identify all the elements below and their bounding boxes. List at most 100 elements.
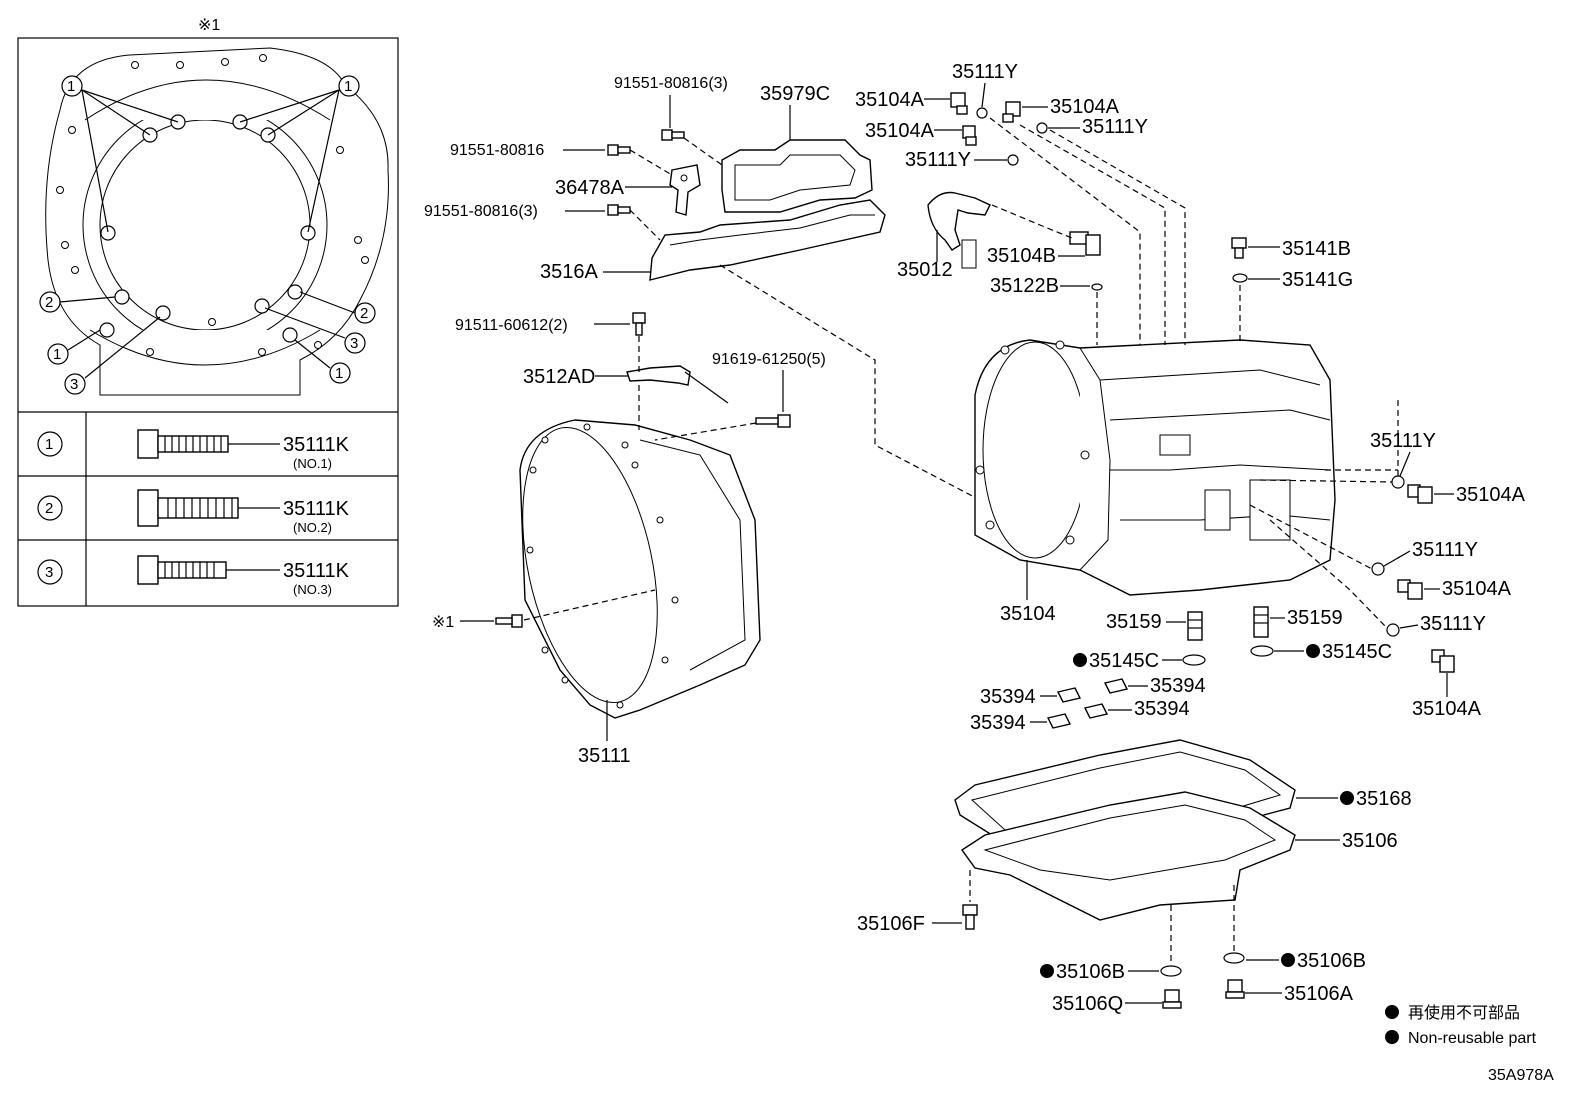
label-35104a-side1: 35104A [1456,484,1526,506]
label-35106a: 35106A [1284,983,1354,1005]
plug-35104a-side2 [1397,579,1423,600]
label-35394-a: 35394 [980,686,1036,708]
label-3512ad: 3512AD [523,366,595,388]
label-36478a: 36478A [555,177,625,199]
inset-table-row-1: 1 35111K (NO.1) [37,429,350,471]
label-35141b: 35141B [1282,238,1351,260]
svg-text:(NO.1): (NO.1) [293,456,332,471]
bolt-91511 [632,312,646,336]
plug-35106q [1162,989,1182,1009]
label-35111y-side3: 35111Y [1420,613,1486,635]
label-35111y-r1: 35111Y [1082,116,1148,138]
gasket-35106b-right [1223,952,1245,964]
oring-35145c-right [1250,645,1274,657]
bell-housing-face-illustration [45,47,389,396]
filter-35159-right [1253,606,1269,638]
oring-35122b [1091,283,1103,291]
svg-text:3: 3 [45,564,53,581]
inset-frame [17,37,399,607]
label-3516a: 3516A [540,261,598,283]
label-35111y-side2: 35111Y [1412,539,1478,561]
inset-ref-marker: ※1 [198,17,220,34]
plug-35141b [1231,237,1247,259]
label-35104b: 35104B [987,245,1056,267]
svg-text:3: 3 [70,376,78,393]
oring-35111y-side3 [1386,623,1400,637]
oil-pan-group [954,739,1296,1009]
plug-35104a-l2 [962,125,977,146]
svg-text:2: 2 [45,294,53,311]
svg-text:1: 1 [67,78,75,95]
oring-35145c-left [1182,654,1206,666]
svg-text:1: 1 [335,365,343,382]
label-35145c-right: 35145C [1322,641,1392,663]
plug-35104a-side1 [1407,484,1433,504]
svg-text:1: 1 [344,78,352,95]
labels-strainer: 35159 35159 35145C 35145C 35394 35394 35… [970,607,1392,734]
label-35394-c: 35394 [970,712,1026,734]
magnet-35394-d [1083,703,1109,719]
inset-small-holes [56,54,369,356]
plug-35104a-l1 [950,92,968,115]
sensor-35104b [1069,231,1101,256]
svg-text:1: 1 [45,436,53,453]
label-91619-61250-5: 91619-61250(5) [712,351,826,368]
svg-text:(NO.2): (NO.2) [293,520,332,535]
labels-oil-pan: 35168 35106 35106F 35106B 35106B 35106Q … [857,788,1412,1015]
label-ref1: ※1 [432,614,454,631]
label-35122b: 35122B [990,275,1059,297]
label-91511-60612-2: 91511-60612(2) [455,317,568,334]
label-35106: 35106 [1342,830,1398,852]
label-35141g: 35141G [1282,269,1353,291]
cover-group [607,129,981,501]
label-35106b-left: 35106B [1056,961,1125,983]
oring-35111y-l2 [1007,154,1019,166]
bracket-3512ad-shape [626,365,691,386]
label-91551-80816-3: 91551-80816(3) [424,203,538,220]
svg-text:35111K: 35111K [283,434,350,456]
label-35106f: 35106F [857,913,925,935]
svg-text:(NO.3): (NO.3) [293,582,332,597]
legend-marker-en [1385,1030,1399,1044]
oring-35111y-side2 [1371,562,1385,576]
label-35159-left: 35159 [1106,611,1162,633]
filter-35159-left [1187,611,1203,641]
label-35106q: 35106Q [1052,993,1123,1015]
label-35104a-side3: 35104A [1412,698,1482,720]
plug-35104a-r1 [1002,101,1021,123]
magnet-35394-b [1103,678,1129,694]
label-35104: 35104 [1000,603,1056,625]
gasket-35106b-left [1160,965,1182,977]
gasket-35141g [1232,273,1248,283]
plug-35106a [1225,979,1245,999]
label-91551-80816-3-top: 91551-80816(3) [614,75,728,92]
bracket-36478a-shape [669,164,701,216]
bolt-91551-mid [607,144,631,156]
transmission-case-35104 [974,339,1336,596]
label-35111y-side1: 35111Y [1370,430,1436,452]
sensor-35012-shape [927,191,991,251]
label-35104a-l2: 35104A [865,120,935,142]
label-35159-right: 35159 [1287,607,1343,629]
oring-35111y-top [976,107,988,119]
label-35111: 35111 [578,745,631,767]
svg-text:35111K: 35111K [283,560,350,582]
label-35106b-right: 35106B [1297,950,1366,972]
label-35104a-side2: 35104A [1442,578,1512,600]
bolt-ref1 [495,614,523,628]
plug-35104a-side3 [1431,649,1455,673]
labels-top-middle: 91551-80816(3) 35979C 91551-80816 36478A… [424,75,830,283]
inset-table-row-2: 2 35111K (NO.2) [37,489,350,535]
bolt-91551-low [607,204,631,216]
svg-text:2: 2 [360,305,368,322]
labels-case-top: 35111Y 35104A 35104A 35104A 35111Y 35111… [855,61,1353,297]
inset-callouts: 1 1 2 2 1 1 3 3 [39,75,376,395]
label-35104a-r1: 35104A [1050,96,1120,118]
labels-case-bottom: 35104 [1000,560,1056,625]
case-top-plugs [927,92,1248,345]
label-35111y-top: 35111Y [952,61,1018,83]
label-35394-d: 35394 [1134,698,1190,720]
bolt-91619 [755,414,791,428]
label-35012: 35012 [897,259,953,281]
